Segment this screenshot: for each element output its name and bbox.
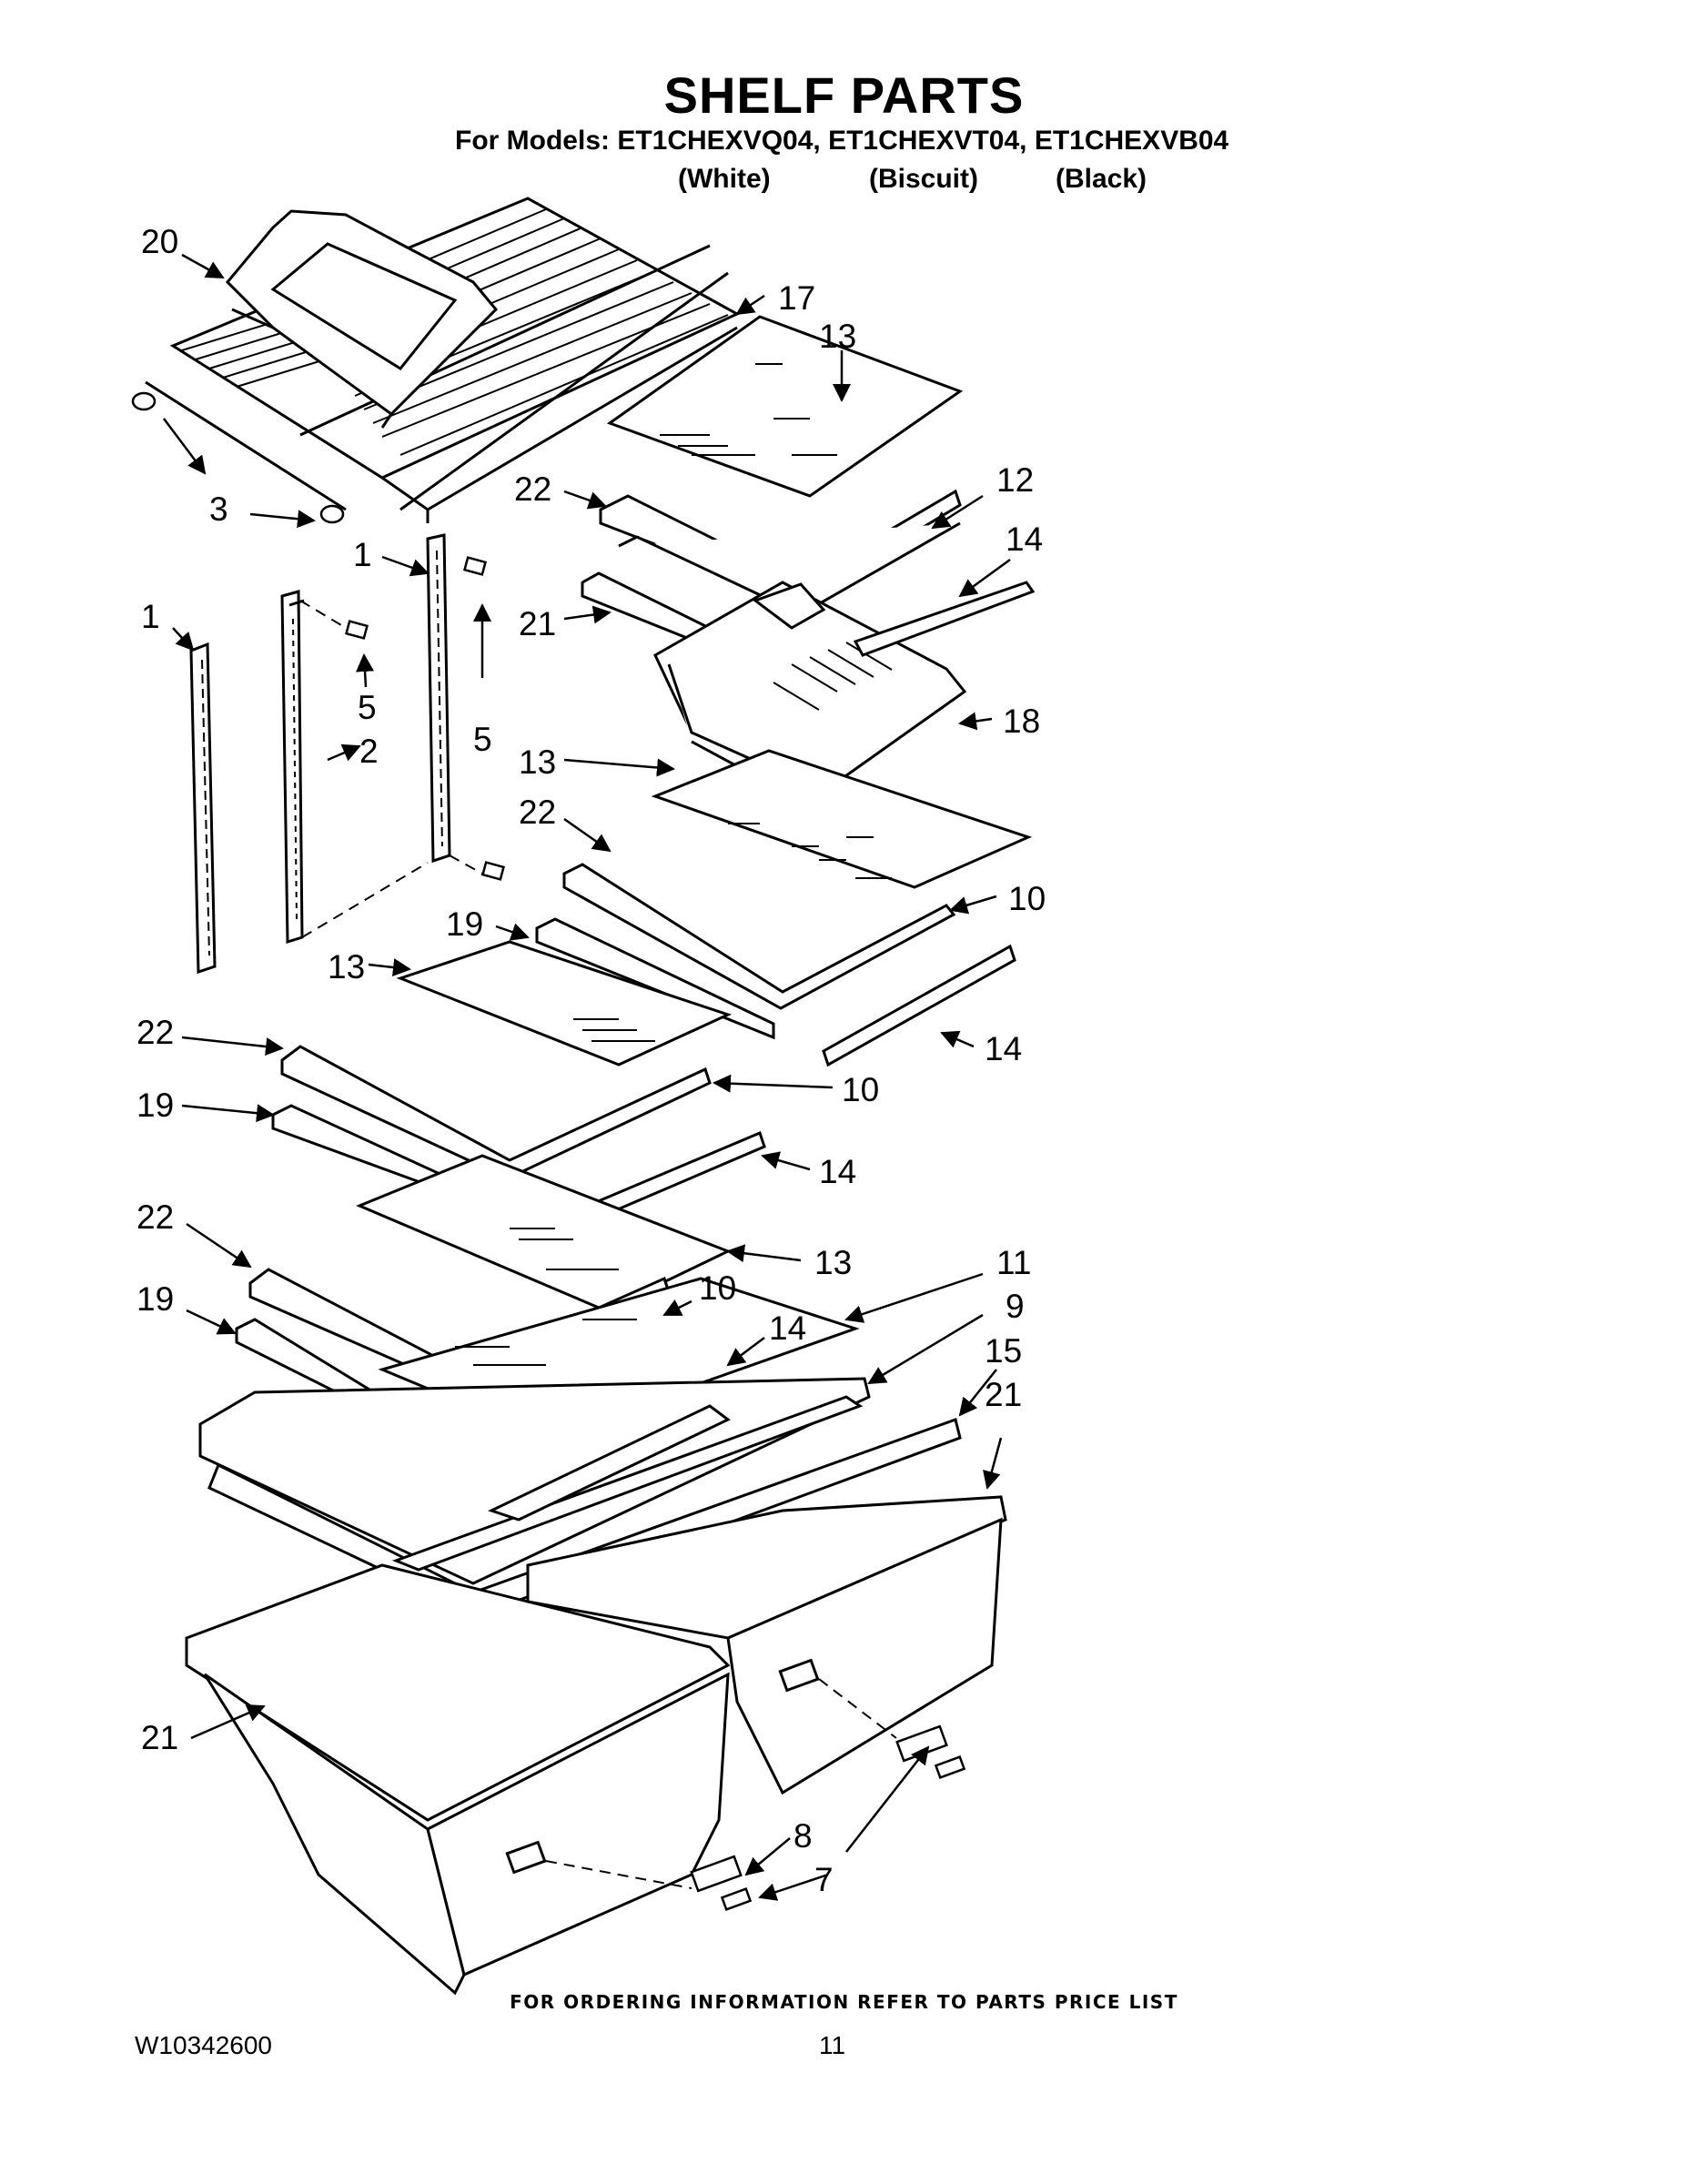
callout-10: 10 — [842, 1071, 879, 1108]
callout-18: 18 — [1003, 703, 1040, 740]
callout-3: 3 — [209, 490, 228, 528]
color-black: (Black) — [1056, 164, 1147, 194]
callout-13: 13 — [819, 318, 856, 355]
callout-21: 21 — [141, 1719, 178, 1756]
color-biscuit: (Biscuit) — [869, 164, 978, 194]
callout-22: 22 — [519, 794, 556, 831]
callout-13: 13 — [328, 948, 365, 986]
callout-14: 14 — [769, 1309, 806, 1347]
drawer-hardware — [690, 1724, 966, 1911]
callout-14: 14 — [985, 1030, 1022, 1067]
callout-2: 2 — [359, 733, 379, 770]
third-shelf-frame — [271, 1045, 712, 1199]
models-line: For Models: ET1CHEXVQ04, ET1CHEXVT04, ET… — [455, 126, 1229, 156]
callout-1: 1 — [141, 598, 160, 635]
leader-arrows — [163, 253, 1011, 1901]
callout-10: 10 — [699, 1269, 736, 1307]
callout-14: 14 — [819, 1153, 856, 1190]
callout-labels: 20 17 13 3 22 12 1 14 21 1 5 2 5 18 13 2… — [136, 223, 1046, 1898]
callout-9: 9 — [1006, 1288, 1025, 1325]
upper-trim-strip — [853, 581, 1036, 657]
callout-7: 7 — [814, 1861, 834, 1898]
third-glass-shelf — [396, 940, 733, 1067]
callout-22: 22 — [514, 470, 551, 508]
callout-10: 10 — [1008, 880, 1046, 917]
callout-17: 17 — [778, 279, 815, 317]
rail-screws — [344, 556, 506, 881]
callout-13: 13 — [519, 743, 556, 781]
callout-1: 1 — [353, 536, 372, 573]
callout-19: 19 — [136, 1087, 174, 1124]
callout-12: 12 — [996, 461, 1034, 499]
crisper-drawer-right — [526, 1495, 1007, 1795]
upper-shelf-frame — [581, 489, 962, 672]
callout-14: 14 — [1006, 521, 1043, 558]
callout-21: 21 — [519, 605, 556, 642]
upper-glass-shelf — [606, 315, 964, 498]
page-number: 11 — [819, 2031, 846, 2059]
callout-22: 22 — [136, 1198, 174, 1236]
callout-8: 8 — [793, 1817, 813, 1855]
color-white: (White) — [678, 164, 771, 194]
second-glass-shelf — [651, 749, 1033, 889]
callout-19: 19 — [446, 905, 483, 943]
callout-5: 5 — [473, 721, 492, 758]
callout-20: 20 — [141, 223, 178, 260]
callout-22: 22 — [136, 1014, 174, 1051]
crisper-cover — [198, 1377, 962, 1617]
callout-21: 21 — [985, 1376, 1022, 1413]
storage-bin — [225, 209, 499, 429]
callout-19: 19 — [136, 1280, 174, 1318]
shelf-end-caps — [131, 391, 345, 524]
document-number: W10342600 — [135, 2031, 273, 2059]
ordering-note: FOR ORDERING INFORMATION REFER TO PARTS … — [510, 1991, 1178, 2013]
callout-15: 15 — [985, 1332, 1022, 1370]
page-title: SHELF PARTS — [663, 66, 1025, 124]
crisper-drawer-left — [185, 1563, 731, 1996]
hidden-lines — [299, 600, 483, 938]
callout-5: 5 — [358, 689, 377, 726]
side-rails — [189, 533, 451, 975]
hardware-hidden-lines — [545, 1678, 897, 1889]
second-trim-strip — [822, 944, 1016, 1067]
callout-13: 13 — [814, 1244, 852, 1281]
callout-11: 11 — [996, 1244, 1031, 1281]
